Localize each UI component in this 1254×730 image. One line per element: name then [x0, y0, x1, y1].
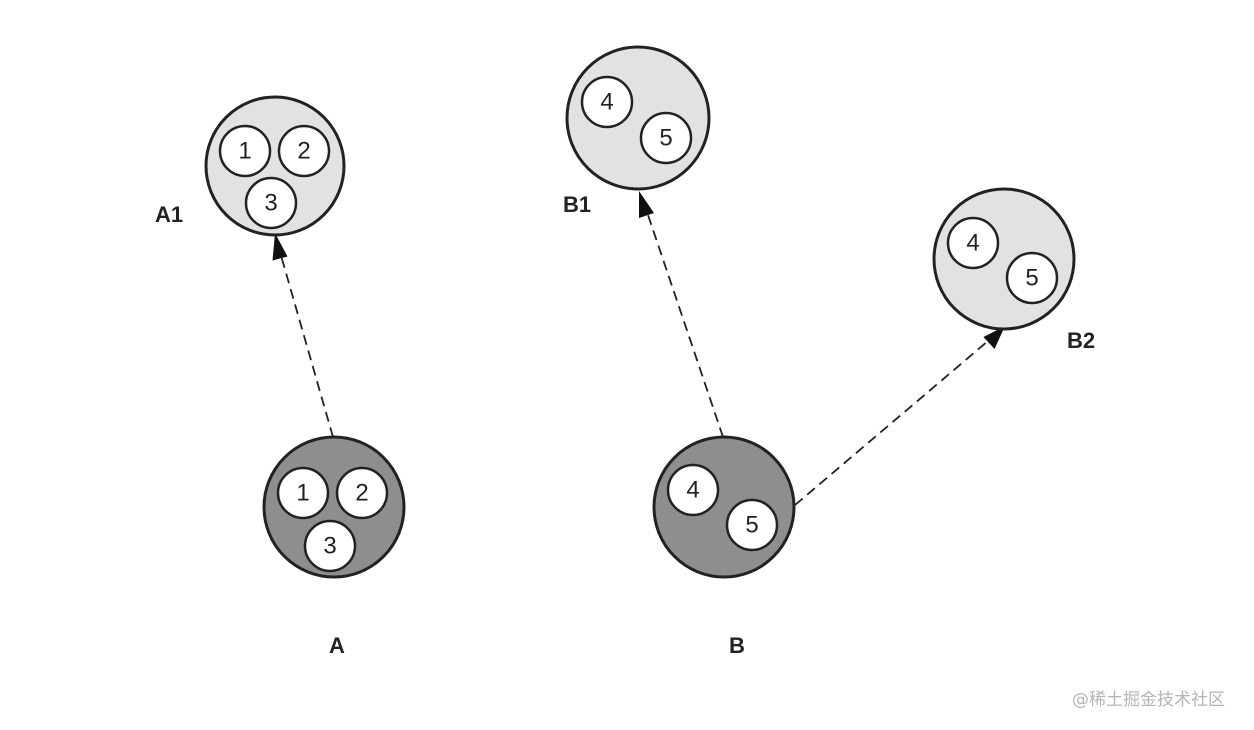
node-a1-item-2	[277, 124, 331, 178]
node-b2-item-4	[946, 216, 1000, 270]
node-b2-label: B2	[1067, 328, 1095, 353]
node-a1-item-3-text: 3	[264, 190, 277, 217]
watermark-text: @稀土掘金技术社区	[1072, 690, 1225, 710]
edge-b-to-b2-arrowhead	[983, 326, 1005, 349]
node-b1-item-4	[580, 75, 634, 129]
node-b-label: B	[729, 633, 745, 658]
edge-b-to-b1-line	[645, 208, 724, 438]
node-b: 4 5	[652, 435, 796, 579]
node-a1-label: A1	[155, 202, 183, 227]
node-a1-item-2-text: 2	[297, 138, 310, 165]
node-a-item-1	[276, 466, 330, 520]
node-b-item-5-text: 5	[745, 512, 758, 539]
edge-b-to-b1	[639, 191, 724, 438]
node-a-label: A	[329, 633, 345, 658]
node-b2-item-4-text: 4	[966, 230, 979, 257]
node-b2-item-5	[1005, 251, 1059, 305]
node-a-item-3-text: 3	[323, 533, 336, 560]
node-b1-item-5	[639, 111, 693, 165]
node-a-item-2-text: 2	[355, 480, 368, 507]
node-a-item-1-text: 1	[296, 480, 309, 507]
node-b2-item-5-text: 5	[1025, 265, 1038, 292]
node-b-item-4-text: 4	[686, 477, 699, 504]
node-b1-item-4-text: 4	[600, 89, 613, 116]
edge-b-to-b2	[794, 326, 1005, 506]
edge-b-to-b1-arrowhead	[639, 191, 654, 218]
node-b1: 4 5	[565, 45, 711, 191]
node-a1: 1 2 3	[204, 95, 346, 237]
node-b2: 4 5	[932, 187, 1076, 331]
node-b1-item-5-text: 5	[659, 125, 672, 152]
node-a-item-3	[303, 519, 357, 573]
edge-a-to-a1-line	[279, 251, 334, 438]
edge-a-to-a1	[272, 233, 334, 438]
node-a1-item-1-text: 1	[238, 138, 251, 165]
node-a1-item-3	[244, 176, 298, 230]
node-a: 1 2 3	[262, 435, 406, 579]
node-a-item-2	[335, 466, 389, 520]
node-b-item-4	[666, 463, 720, 517]
node-a1-item-1	[218, 124, 272, 178]
node-b1-label: B1	[563, 192, 591, 217]
edge-a-to-a1-arrowhead	[272, 233, 288, 261]
node-b-item-5	[725, 498, 779, 552]
edge-b-to-b2-line	[794, 340, 989, 506]
